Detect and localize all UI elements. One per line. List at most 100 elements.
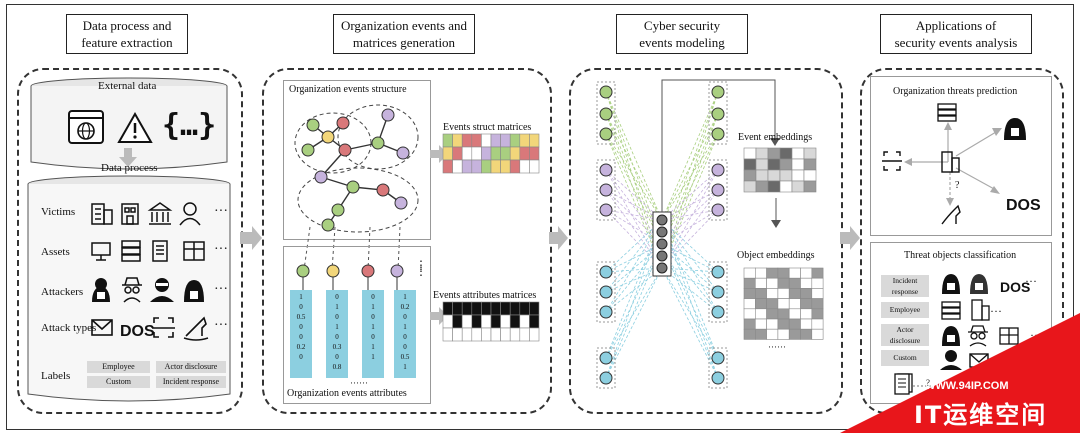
struct-matrix-cell	[461, 159, 473, 174]
network-node	[711, 371, 725, 385]
network-node	[711, 203, 725, 217]
attr-matrix-cell	[452, 327, 463, 342]
warning-icon	[117, 111, 153, 143]
victims-icons	[91, 202, 201, 226]
event-embedding-cell	[803, 180, 817, 193]
row-label-victims: Victims	[41, 206, 76, 218]
attribute-nodes-dots: ⋮⋮	[415, 258, 427, 278]
network-node	[599, 107, 613, 121]
attr-matrix-cell	[500, 327, 511, 342]
row-label-labels: Labels	[41, 370, 71, 382]
event-embedding-cell	[803, 169, 817, 182]
node-group-box	[708, 81, 728, 145]
attr-matrix-cell	[471, 301, 482, 316]
spy-icon	[122, 277, 142, 303]
network-node	[599, 305, 613, 319]
hacker-right-icon	[1004, 118, 1026, 140]
down-arrow	[119, 148, 137, 167]
node-group-box	[596, 261, 616, 323]
node-group-box	[596, 347, 616, 389]
vector-value: 0.2	[400, 303, 410, 311]
event-embedding-cell	[803, 158, 817, 171]
event-embedding-cell	[767, 180, 781, 193]
object-embedding-cell	[788, 328, 801, 340]
object-embedding-cell	[755, 318, 767, 330]
attr-matrix-cell	[509, 314, 521, 329]
attr-matrix-cell	[519, 301, 530, 316]
object-embedding-cell	[800, 298, 813, 310]
vector-value: 1	[403, 293, 407, 301]
object-embedding-cell	[788, 308, 801, 320]
vector-value: 1	[371, 323, 375, 331]
arrow-1	[240, 226, 262, 250]
vector-value: 1	[371, 303, 375, 311]
object-embedding-cell	[800, 267, 813, 279]
network-edge	[605, 91, 663, 221]
watermark-banner	[840, 313, 1080, 433]
vector-value: 0	[403, 313, 407, 321]
struct-matrix-cell	[461, 133, 473, 148]
network-edge	[661, 219, 719, 273]
event-embedding-cell	[791, 180, 805, 193]
watermark-url: WWW.94IP.COM	[925, 380, 1009, 392]
network-edge	[661, 91, 719, 221]
attackers-ellipsis: ···	[214, 282, 228, 297]
arrow-2	[549, 226, 568, 250]
attr-matrix-cell	[481, 327, 492, 342]
object-embedding-cell	[777, 318, 790, 330]
header-organization-events: Organization events and matrices generat…	[333, 14, 475, 54]
attr-matrix-cell	[519, 314, 530, 329]
struct-matrix-cell	[500, 146, 511, 161]
network-edge	[661, 133, 719, 221]
vector-value: 0.3	[332, 343, 342, 351]
object-embedding-cell	[800, 277, 813, 289]
network-edge	[605, 169, 663, 269]
event-embedding-cell	[755, 169, 769, 182]
vector-value: 1	[299, 293, 303, 301]
document-icon	[152, 240, 168, 262]
event-embedding-cell	[779, 169, 793, 182]
object-embedding-cell	[743, 298, 756, 310]
object-embedding-cell	[811, 288, 824, 299]
center-node	[656, 226, 668, 238]
object-embedding-cell	[800, 318, 813, 330]
network-node	[599, 85, 613, 99]
object-embedding-cell	[811, 267, 824, 279]
vector-value: 0	[403, 343, 407, 351]
struct-matrix-cell	[500, 159, 511, 174]
object-embedding-cell	[766, 308, 779, 320]
hooded-attacker-icon	[184, 280, 204, 302]
object-embeddings-grid	[743, 267, 824, 340]
event-embedding-cell	[791, 169, 805, 182]
object-embedding-cell	[755, 267, 767, 279]
prediction-box	[870, 76, 1052, 236]
attr-matrix	[442, 301, 540, 342]
object-embedding-cell	[788, 318, 801, 330]
struct-matrix-cell	[452, 133, 463, 148]
event-embedding-cell	[791, 147, 805, 160]
attr-matrix-cell	[529, 301, 540, 316]
attr-matrix-cell	[529, 314, 540, 329]
vector-value: 1	[403, 323, 407, 331]
object-embedding-cell	[755, 328, 767, 340]
header-data-process: Data process and feature extraction	[66, 14, 188, 54]
event-embedding-cell	[803, 147, 817, 160]
arrow-3	[840, 226, 860, 250]
dos-icon: DOS	[120, 323, 155, 340]
vector-value: 0	[335, 333, 339, 341]
attr-matrix-cell	[490, 327, 501, 342]
network-node	[599, 203, 613, 217]
object-embedding-cell	[766, 288, 779, 299]
object-embedding-cell	[777, 288, 790, 299]
vector-value: 1	[335, 303, 339, 311]
victims-ellipsis: ···	[214, 204, 228, 219]
attr-matrix-cell	[500, 301, 511, 316]
hacker-class-icon	[942, 274, 960, 294]
header-applications: Applications of security events analysis	[880, 14, 1032, 54]
node-group-box	[596, 81, 616, 145]
object-embedding-cell	[777, 308, 790, 320]
network-edge	[605, 219, 663, 273]
